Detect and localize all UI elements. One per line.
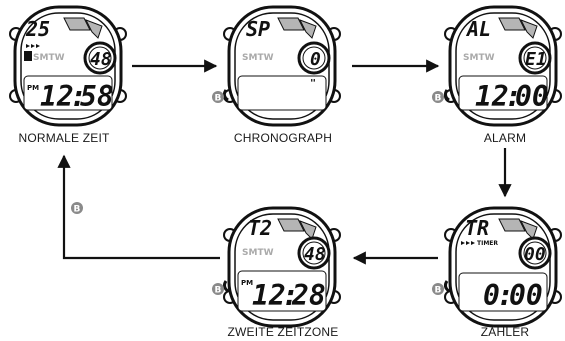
colon: : <box>70 80 87 113</box>
caption-countdown: ZÄHLER <box>480 325 530 339</box>
arrow-dual-to-normal <box>57 154 220 260</box>
b-button-label: B <box>215 286 222 296</box>
caption-normal-time: NORMALE ZEIT <box>18 131 110 145</box>
minute-text: 58 <box>80 80 114 113</box>
sub-dial-text: 00 <box>524 244 546 265</box>
b-button-label: B <box>215 94 222 104</box>
caption-chronograph: CHRONOGRAPH <box>233 131 333 145</box>
weekday-row: SMTW <box>242 248 274 258</box>
top-segment-text: TR <box>465 216 489 240</box>
colon: : <box>497 279 514 312</box>
minute-text: 00 <box>515 80 549 113</box>
weekday-row: SMTW <box>242 53 274 63</box>
weekday-row: SMTW <box>463 53 495 63</box>
minute-text: 28 <box>291 279 326 312</box>
timer-label: TIMER <box>477 240 498 247</box>
b-button-return: B <box>71 202 83 215</box>
hour-text: 12 <box>475 80 509 113</box>
minute-text: 00 <box>509 279 543 312</box>
b-button-dual-time: B <box>212 280 229 296</box>
top-segment-text: SP <box>246 17 270 41</box>
watch-dual-time: T2 SMTW 48 PM 12 : 28 <box>223 206 341 328</box>
b-button-countdown: B <box>432 280 450 296</box>
caption-alarm: ALARM <box>483 131 527 145</box>
sub-dial-text: 48 <box>90 49 112 70</box>
b-button-label: B <box>435 94 442 104</box>
b-button-label: B <box>74 205 81 215</box>
watch-normal-time: 25 SMTW 48 PM 12 : 58 <box>9 5 127 127</box>
colon: : <box>282 279 299 312</box>
hour-text: 0 <box>483 279 500 312</box>
pm-indicator: PM <box>241 279 253 287</box>
sub-dial-text: 48 <box>304 244 326 265</box>
watch-chronograph: SP SMTW 0 " <box>223 5 341 127</box>
seconds-mark: " <box>310 78 316 89</box>
b-button-alarm: B <box>432 89 450 104</box>
colon: : <box>505 80 522 113</box>
top-segment-text: AL <box>465 17 491 41</box>
weekday-row: SMTW <box>33 53 65 63</box>
top-segment-text: 25 <box>25 17 50 41</box>
hour-text: 12 <box>252 279 286 312</box>
sub-dial-text: 0 <box>310 49 321 70</box>
sub-dial-text: E1 <box>525 49 547 70</box>
b-button-chronograph: B <box>212 89 229 104</box>
caption-dual-time: ZWEITE ZEITZONE <box>227 325 339 339</box>
pm-indicator: PM <box>27 84 39 92</box>
watch-countdown: TR TIMER 00 0 : 00 <box>444 206 562 328</box>
hour-text: 12 <box>40 80 74 113</box>
watch-alarm: AL SMTW E1 12 : 00 <box>444 5 562 127</box>
b-button-label: B <box>435 286 442 296</box>
top-segment-text: T2 <box>248 216 272 240</box>
